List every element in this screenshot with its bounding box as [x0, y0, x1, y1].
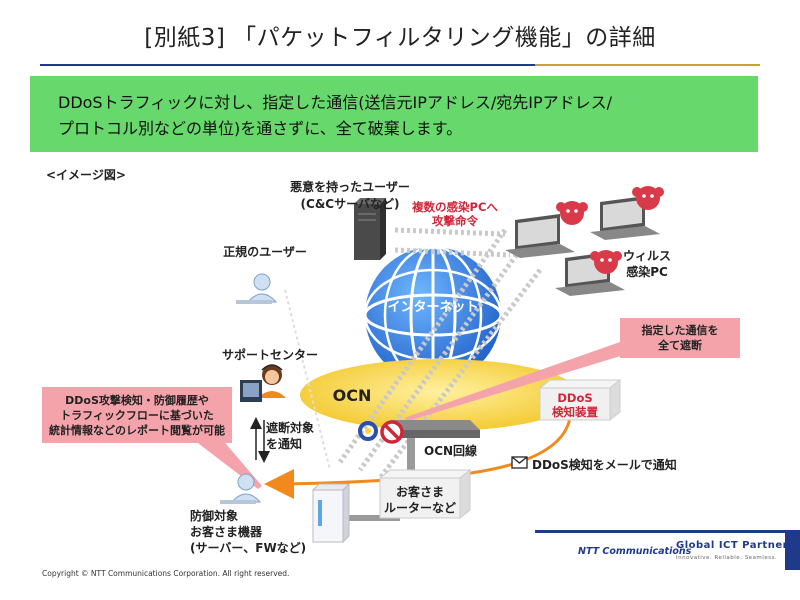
filter-appliance-icon — [390, 420, 480, 438]
internet-globe-icon — [363, 245, 503, 385]
mail-icon — [511, 456, 528, 469]
page-title: [別紙3] 「パケットフィルタリング機能」の詳細 — [144, 25, 656, 51]
protected-device-label: 防御対象 お客さま機器 (サーバー、FWなど) — [190, 509, 307, 555]
ddos-device-label: DDoS 検知装置 — [552, 391, 598, 419]
legit-user-label: 正規のユーザー — [223, 245, 307, 259]
virus-icon-3 — [590, 250, 622, 274]
support-center-label: サポートセンター — [221, 348, 318, 362]
ocn-line-pipe — [407, 425, 415, 487]
summary-line-1: DDoSトラフィックに対し、指定した通信(送信元IPアドレス/宛先IPアドレス/ — [58, 93, 613, 112]
legit-user-icon — [236, 273, 278, 304]
attacker-label: 悪意を持ったユーザー (C&Cサーバなど) — [290, 180, 410, 211]
image-caption: <イメージ図> — [46, 168, 126, 182]
footer-edge — [785, 530, 800, 570]
support-operator-icon — [240, 364, 286, 402]
report-callout-box — [42, 387, 232, 443]
ocn-line-label: OCN回線 — [424, 444, 478, 458]
legit-traffic-lines — [284, 289, 331, 471]
report-callout-text: DDoS攻撃検知・防御履歴や トラフィックフローに基づいた 統計情報などのレポー… — [49, 394, 225, 437]
summary-line-2: プロトコル別などの単位)を通さずに、全て破棄します。 — [58, 119, 463, 138]
attack-traffic-lines — [337, 227, 542, 480]
title-divider-accent — [535, 64, 760, 66]
partner-text: Global ICT Partner — [676, 540, 789, 551]
block-callout-text: 指定した通信を 全て遮断 — [641, 324, 719, 352]
ocn-network-icon — [300, 359, 580, 431]
filter-pass-icon — [358, 421, 378, 441]
ocn-label: OCN — [332, 386, 372, 405]
ntt-logo-text: NTT Communications — [578, 546, 692, 557]
virus-icon-1 — [556, 201, 588, 225]
ddos-detection-device-icon — [538, 378, 622, 422]
summary-box — [30, 76, 758, 152]
router-server-link — [340, 515, 400, 521]
router-label: お客さま ルーターなど — [383, 485, 456, 515]
infected-pc-label: ウィルス 感染PC — [622, 249, 671, 279]
attack-command-label: 複数の感染PCへ 攻撃命令 — [412, 200, 498, 228]
copyright-text: Copyright © NTT Communications Corporati… — [42, 569, 290, 578]
customer-user-icon — [220, 473, 262, 504]
internet-label: インターネット — [387, 300, 479, 315]
title-divider — [40, 64, 760, 66]
infected-laptop-icon-1 — [505, 214, 575, 258]
block-callout-box — [620, 318, 740, 358]
footer-brand-bar — [535, 530, 787, 577]
tagline-text: Innovative. Reliable. Seamless. — [676, 555, 778, 561]
block-notify-label: 遮断対象 を通知 — [266, 421, 315, 451]
protected-server-icon — [311, 482, 351, 544]
block-icon — [380, 420, 404, 444]
attacker-server-icon — [354, 198, 386, 260]
infected-laptop-icon-2 — [590, 196, 660, 240]
summary-text: DDoSトラフィックに対し、指定した通信(送信元IPアドレス/宛先IPアドレス/… — [58, 90, 748, 142]
mail-notify-label: DDoS検知をメールで通知 — [532, 458, 677, 472]
router-icon — [378, 468, 472, 520]
virus-icon-2 — [632, 186, 664, 210]
